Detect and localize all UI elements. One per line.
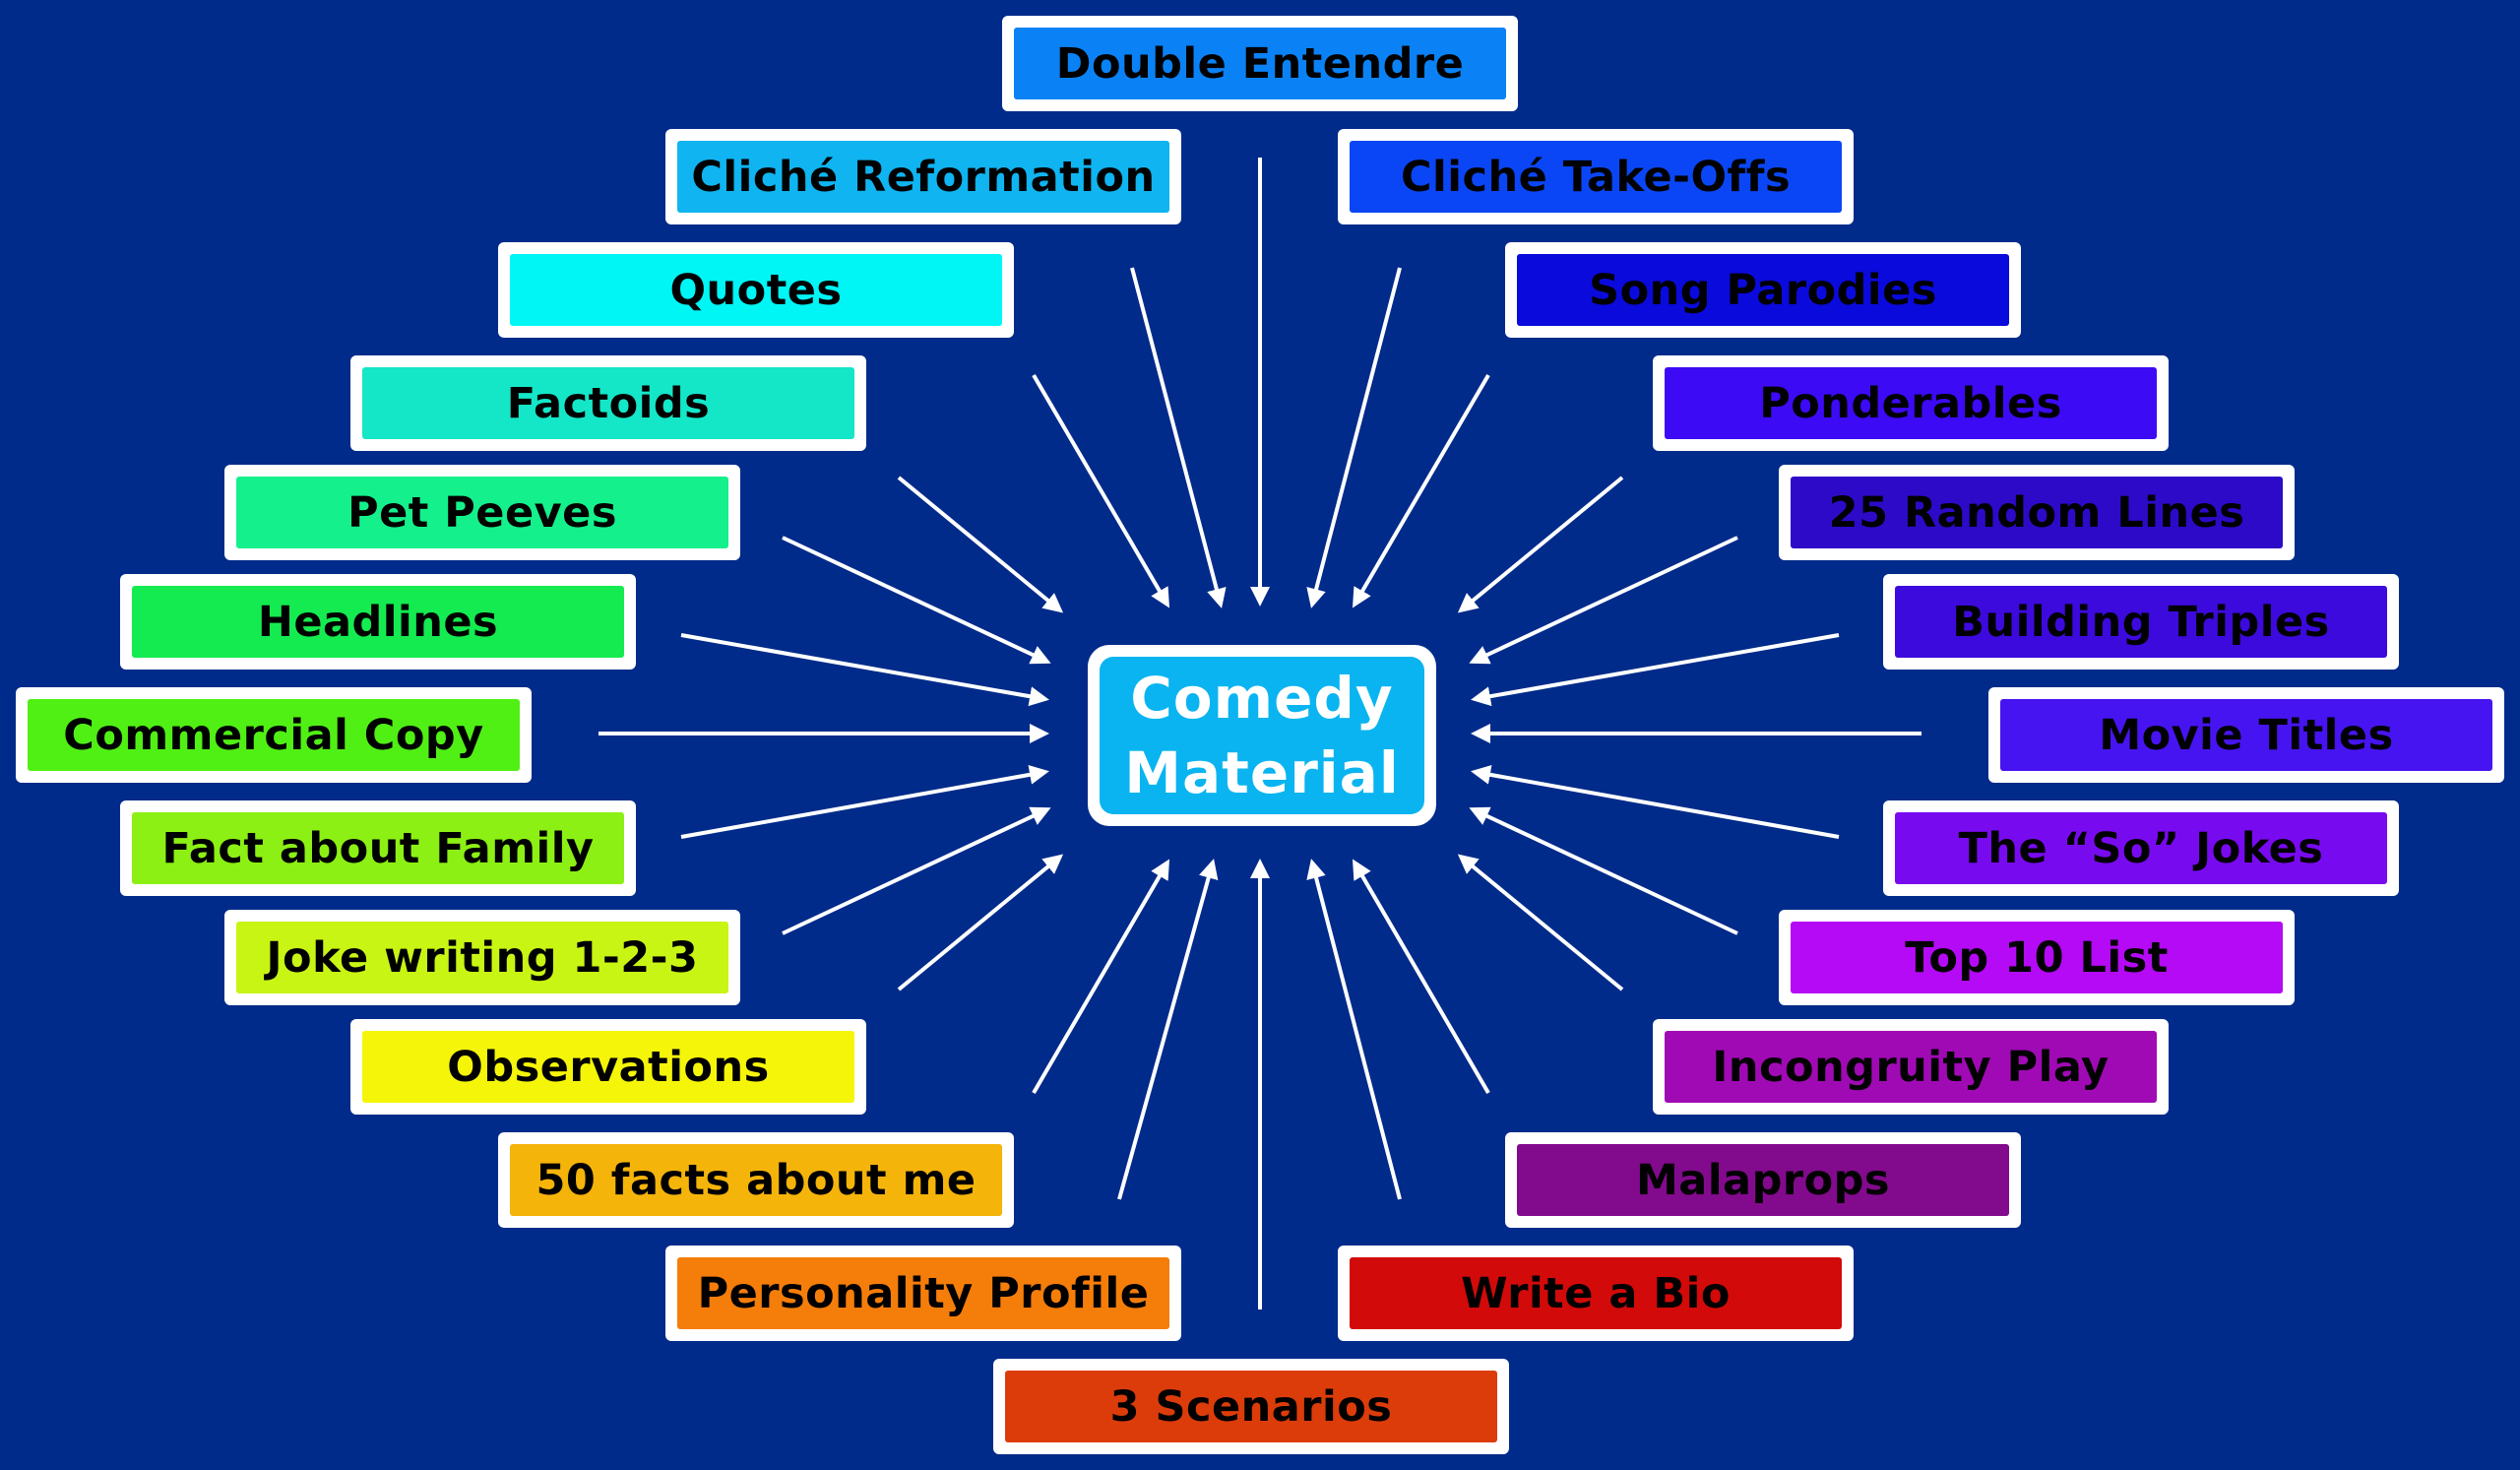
arrow-10 <box>680 633 1049 707</box>
node-observations[interactable]: Observations <box>350 1019 866 1115</box>
node-label: Top 10 List <box>1791 922 2283 993</box>
node-text: Malaprops <box>1636 1155 1890 1205</box>
node-factoids[interactable]: Factoids <box>350 355 866 451</box>
arrow-19 <box>1457 854 1624 991</box>
center-line-1: Comedy <box>1130 665 1394 732</box>
node-text: 25 Random Lines <box>1828 487 2245 538</box>
node-quotes[interactable]: Quotes <box>498 242 1014 338</box>
node-text: Observations <box>447 1042 770 1092</box>
arrow-7 <box>1457 476 1624 613</box>
node-cliche-take-offs[interactable]: Cliché Take-Offs <box>1338 129 1854 224</box>
node-text: Write a Bio <box>1461 1268 1731 1318</box>
node-label: Cliché Reformation <box>677 141 1169 213</box>
node-label: Cliché Take-Offs <box>1350 141 1842 213</box>
node-label: Fact about Family <box>132 812 624 884</box>
node-label: Quotes <box>510 254 1002 326</box>
node-song-parodies[interactable]: Song Parodies <box>1505 242 2021 338</box>
node-25-random-lines[interactable]: 25 Random Lines <box>1779 465 2295 560</box>
arrow-16 <box>782 806 1051 935</box>
center-node-comedy-material[interactable]: Comedy Material <box>1088 645 1436 826</box>
node-commercial-copy[interactable]: Commercial Copy <box>16 687 532 783</box>
node-label: Joke writing 1-2-3 <box>236 922 728 993</box>
node-text: Incongruity Play <box>1712 1042 2110 1092</box>
arrow-20 <box>1032 859 1170 1095</box>
node-fact-about-family[interactable]: Fact about Family <box>120 800 636 896</box>
node-label: Building Triples <box>1895 586 2387 658</box>
node-text: Building Triples <box>1952 597 2330 647</box>
node-label: The “So” Jokes <box>1895 812 2387 884</box>
node-text: Top 10 List <box>1905 932 2169 983</box>
node-label: 50 facts about me <box>510 1144 1002 1216</box>
arrow-2 <box>1130 267 1227 608</box>
node-text: Cliché Reformation <box>691 152 1156 202</box>
node-top-10-list[interactable]: Top 10 List <box>1779 910 2295 1005</box>
arrow-3 <box>1306 267 1402 608</box>
arrow-9 <box>1469 536 1738 665</box>
node-movie-titles[interactable]: Movie Titles <box>1988 687 2504 783</box>
node-label: Pet Peeves <box>236 477 728 548</box>
node-joke-writing-1-2-3[interactable]: Joke writing 1-2-3 <box>224 910 740 1005</box>
node-write-a-bio[interactable]: Write a Bio <box>1338 1246 1854 1341</box>
node-label: Incongruity Play <box>1665 1031 2157 1103</box>
node-text: 50 facts about me <box>536 1155 976 1205</box>
arrow-15 <box>1471 764 1840 839</box>
node-label: Ponderables <box>1665 367 2157 439</box>
node-text: Headlines <box>257 597 499 647</box>
node-pet-peeves[interactable]: Pet Peeves <box>224 465 740 560</box>
arrow-4 <box>1032 373 1170 608</box>
node-ponderables[interactable]: Ponderables <box>1653 355 2169 451</box>
node-text: Factoids <box>506 378 711 428</box>
node-text: Quotes <box>669 265 843 315</box>
node-3-scenarios[interactable]: 3 Scenarios <box>993 1359 1509 1454</box>
node-text: Ponderables <box>1759 378 2062 428</box>
node-text: Movie Titles <box>2099 710 2394 760</box>
node-text: Joke writing 1-2-3 <box>266 932 699 983</box>
node-text: Pet Peeves <box>347 487 617 538</box>
node-label: Song Parodies <box>1517 254 2009 326</box>
node-label: Write a Bio <box>1350 1257 1842 1329</box>
center-line-2: Material <box>1124 739 1400 806</box>
center-label: Comedy Material <box>1100 657 1424 814</box>
node-label: Headlines <box>132 586 624 658</box>
node-malaprops[interactable]: Malaprops <box>1505 1132 2021 1228</box>
node-label: Factoids <box>362 367 854 439</box>
node-cliche-reformation[interactable]: Cliché Reformation <box>665 129 1181 224</box>
node-text: Double Entendre <box>1055 38 1465 89</box>
node-text: Fact about Family <box>161 823 595 873</box>
arrow-11 <box>1471 633 1840 707</box>
node-the-so-jokes[interactable]: The “So” Jokes <box>1883 800 2399 896</box>
node-personality-profile[interactable]: Personality Profile <box>665 1246 1181 1341</box>
node-label: Movie Titles <box>2000 699 2492 771</box>
arrow-5 <box>1352 373 1490 608</box>
node-label: Personality Profile <box>677 1257 1169 1329</box>
node-double-entendre[interactable]: Double Entendre <box>1002 16 1518 111</box>
node-label: Double Entendre <box>1014 28 1506 99</box>
node-incongruity-play[interactable]: Incongruity Play <box>1653 1019 2169 1115</box>
arrow-14 <box>680 764 1049 839</box>
arrow-6 <box>897 476 1064 613</box>
arrow-22 <box>1117 859 1219 1200</box>
node-label: Observations <box>362 1031 854 1103</box>
arrow-17 <box>1469 806 1738 935</box>
arrow-18 <box>897 854 1064 991</box>
node-text: Personality Profile <box>697 1268 1150 1318</box>
node-text: Commercial Copy <box>63 710 484 760</box>
arrow-8 <box>782 536 1051 665</box>
node-label: 3 Scenarios <box>1005 1371 1497 1442</box>
node-headlines[interactable]: Headlines <box>120 574 636 670</box>
node-50-facts-about-me[interactable]: 50 facts about me <box>498 1132 1014 1228</box>
arrow-21 <box>1352 859 1490 1095</box>
node-label: Commercial Copy <box>28 699 520 771</box>
node-text: Cliché Take-Offs <box>1400 152 1792 202</box>
node-building-triples[interactable]: Building Triples <box>1883 574 2399 670</box>
node-text: Song Parodies <box>1589 265 1937 315</box>
node-label: 25 Random Lines <box>1791 477 2283 548</box>
node-text: 3 Scenarios <box>1109 1381 1393 1432</box>
node-text: The “So” Jokes <box>1958 823 2324 873</box>
arrow-23 <box>1306 859 1402 1200</box>
node-label: Malaprops <box>1517 1144 2009 1216</box>
